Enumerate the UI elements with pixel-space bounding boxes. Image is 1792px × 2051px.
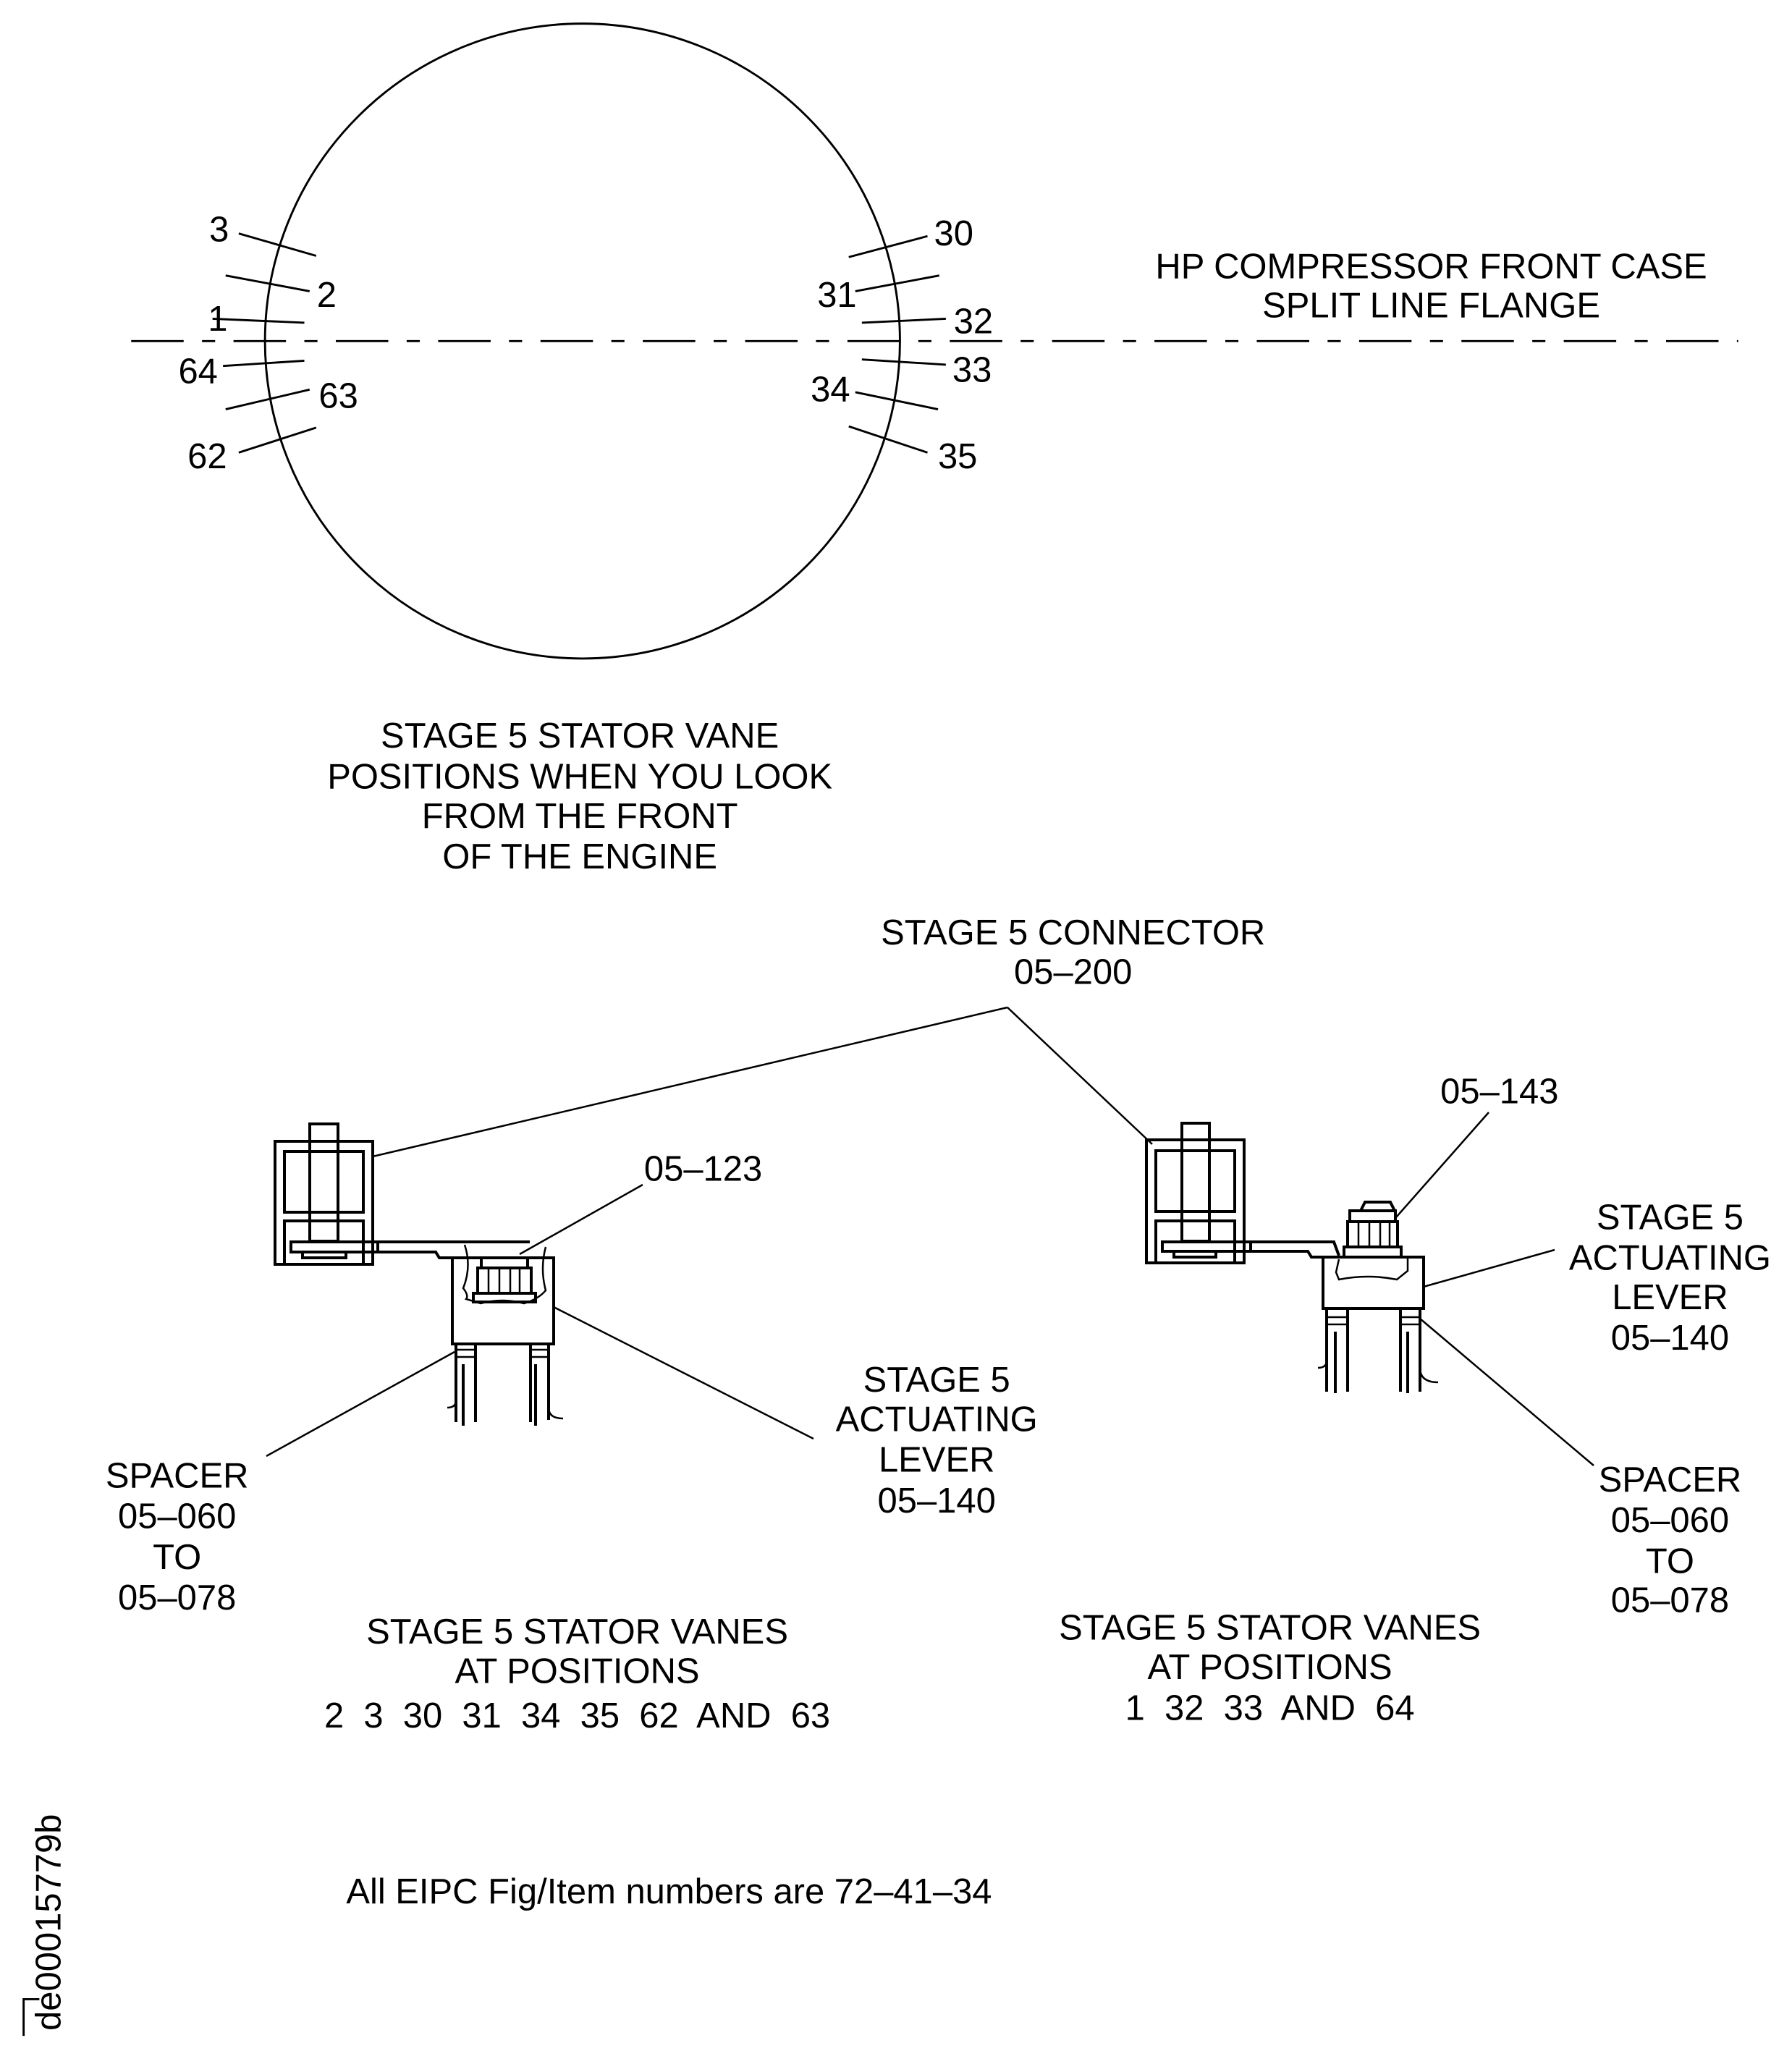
connector-label: 05–200 <box>1014 952 1132 991</box>
circle-caption: OF THE ENGINE <box>442 837 717 876</box>
position-label: 35 <box>938 437 977 476</box>
lever-label-left: STAGE 5 <box>863 1361 1010 1400</box>
right-caption: AT POSITIONS <box>1148 1648 1392 1687</box>
spacer-label-left: 05–060 <box>118 1497 236 1536</box>
right-caption: 1 32 33 AND 64 <box>1125 1688 1415 1728</box>
position-label: 1 <box>208 300 227 339</box>
footer-note: All EIPC Fig/Item numbers are 72–41–34 <box>346 1872 992 1911</box>
position-label: 3 <box>209 211 229 250</box>
position-label: 32 <box>954 302 993 341</box>
figure-id: de00015779b <box>29 1814 68 2031</box>
left-connector-assembly <box>274 1122 564 1426</box>
left-caption: AT POSITIONS <box>455 1652 699 1691</box>
spacer-label-right: 05–078 <box>1611 1581 1729 1620</box>
spacer-label-right: TO <box>1646 1542 1694 1581</box>
position-label: 63 <box>318 377 358 416</box>
position-leaders <box>212 232 946 454</box>
spacer-label-right: 05–060 <box>1611 1501 1729 1540</box>
connector-label: STAGE 5 CONNECTOR <box>881 913 1265 952</box>
flange-label: SPLIT LINE FLANGE <box>1262 287 1600 326</box>
flange-label: HP COMPRESSOR FRONT CASE <box>1155 247 1707 286</box>
spacer-label-left: SPACER <box>106 1456 249 1495</box>
nut-ref-left: 05–123 <box>644 1149 762 1188</box>
figure-id-bracket <box>22 1997 40 2037</box>
position-label: 62 <box>187 437 227 476</box>
lever-label-left: LEVER <box>879 1441 994 1480</box>
left-caption: STAGE 5 STATOR VANES <box>366 1612 788 1652</box>
lever-label-right: STAGE 5 <box>1597 1198 1744 1237</box>
right-caption: STAGE 5 STATOR VANES <box>1059 1609 1481 1648</box>
circle-caption: STAGE 5 STATOR VANE <box>381 716 779 756</box>
position-label: 30 <box>934 214 973 253</box>
circle-caption: FROM THE FRONT <box>422 797 738 836</box>
lever-label-right: ACTUATING <box>1569 1239 1771 1278</box>
lever-label-right: LEVER <box>1612 1278 1728 1317</box>
spacer-label-right: SPACER <box>1599 1460 1742 1500</box>
right-connector-assembly <box>1145 1122 1439 1393</box>
spacer-label-left: 05–078 <box>118 1578 236 1617</box>
spacer-label-left: TO <box>153 1538 201 1577</box>
position-label: 2 <box>317 276 337 315</box>
lever-label-left: 05–140 <box>878 1481 996 1521</box>
position-label: 64 <box>178 352 217 391</box>
circle-caption: POSITIONS WHEN YOU LOOK <box>327 757 832 796</box>
lever-label-right: 05–140 <box>1611 1319 1729 1358</box>
position-label: 33 <box>952 350 992 389</box>
left-caption: 2 3 30 31 34 35 62 AND 63 <box>324 1696 830 1735</box>
position-label: 31 <box>817 276 856 315</box>
detail-leaders <box>266 1006 1594 1466</box>
position-label: 34 <box>811 371 850 410</box>
nut-ref-right: 05–143 <box>1440 1072 1558 1111</box>
lever-label-left: ACTUATING <box>836 1400 1038 1439</box>
